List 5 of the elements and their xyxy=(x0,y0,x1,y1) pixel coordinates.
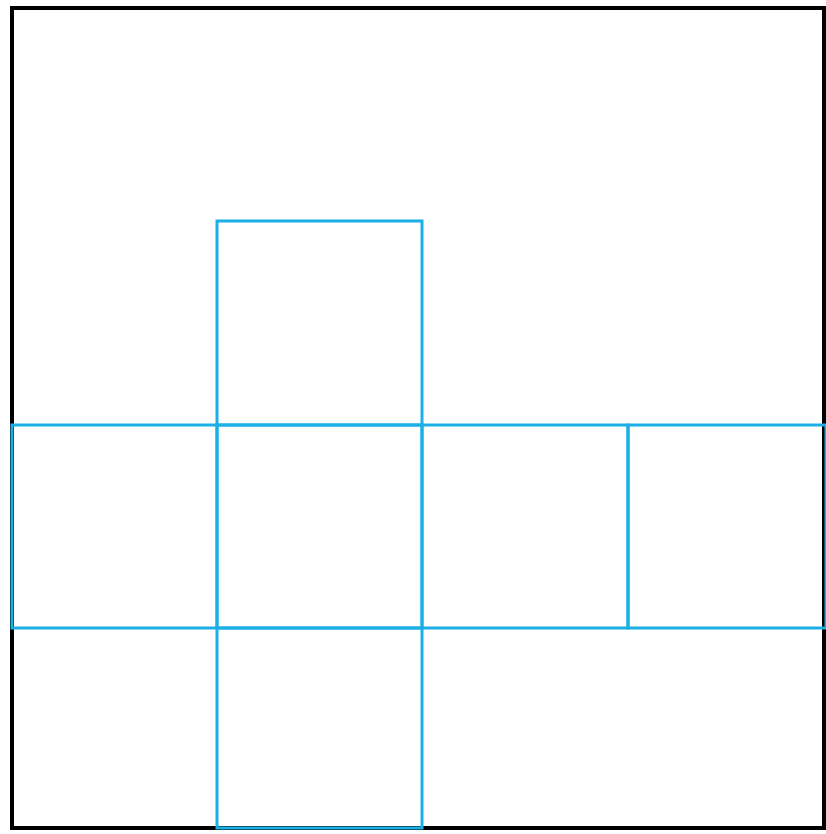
net-square xyxy=(215,219,424,427)
net-square xyxy=(10,423,219,630)
net-square xyxy=(215,626,424,830)
net-square xyxy=(420,423,630,630)
net-square xyxy=(215,423,424,630)
